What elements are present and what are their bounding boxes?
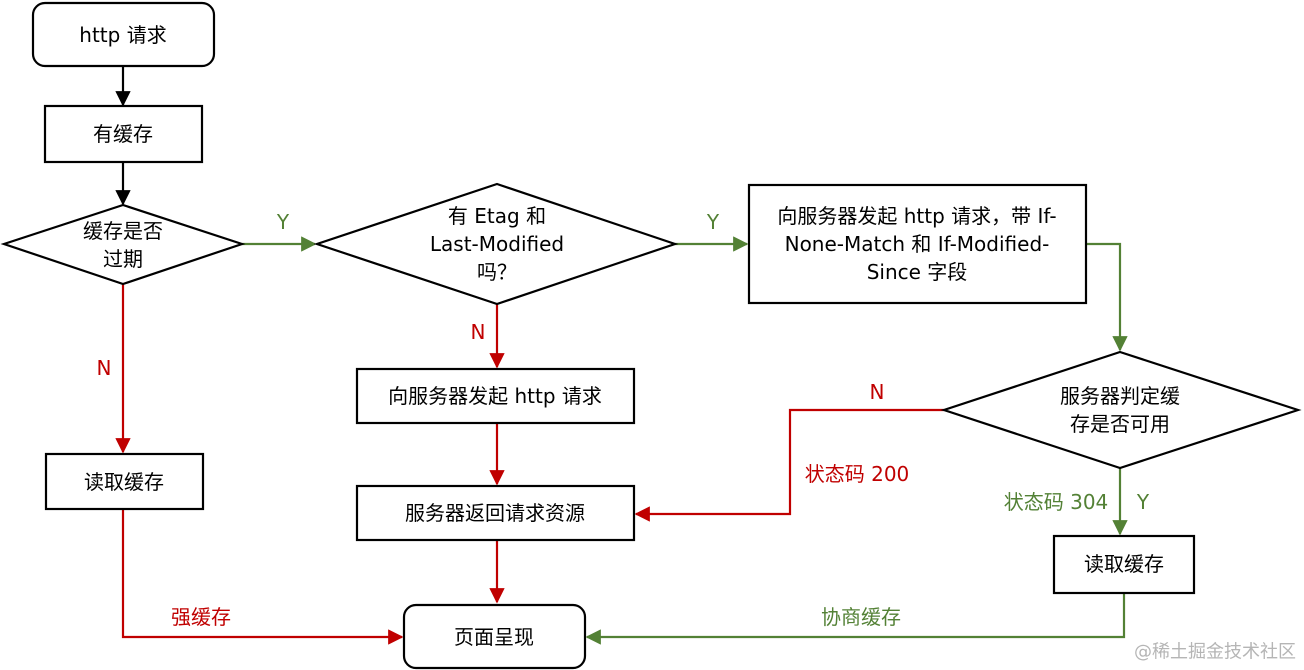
decide-label-line1: 服务器判定缓 — [1060, 384, 1180, 408]
page-render-label: 页面呈现 — [454, 625, 534, 649]
send-conditional-node — [747, 183, 1088, 305]
read-cache-right-label: 读取缓存 — [1084, 552, 1164, 576]
conditional-label-line1: 向服务器发起 http 请求，带 If- — [777, 204, 1056, 228]
expired-no-label: N — [97, 356, 112, 380]
read-cache-left-label: 读取缓存 — [84, 470, 164, 494]
has-cache-label: 有缓存 — [93, 122, 153, 146]
expired-decision — [0, 203, 246, 286]
read-cache-right-node — [1052, 534, 1196, 595]
start-label: http 请求 — [79, 23, 166, 47]
edge-negotiated-cache — [585, 594, 1126, 645]
edge-strong-cache — [121, 510, 404, 645]
strong-cache-label: 强缓存 — [171, 605, 231, 629]
edge-conditional-to-decide — [1087, 242, 1128, 352]
conditional-label-line3: Since 字段 — [867, 260, 968, 284]
edge-decide-no-200 — [634, 408, 944, 522]
etag-yes-label: Y — [706, 210, 720, 234]
page-render-node — [402, 603, 587, 670]
decide-no-label: N — [870, 380, 885, 404]
watermark: @稀土掘金技术社区 — [1134, 642, 1296, 663]
expired-label-line1: 缓存是否 — [83, 219, 163, 243]
edge-labels: Y Y N N N 状态码 200 状态码 304 Y 强缓存 协商缓存 — [97, 210, 1150, 629]
has-cache-node — [43, 104, 204, 164]
etag-decision — [313, 182, 679, 306]
negotiated-cache-label: 协商缓存 — [821, 605, 901, 629]
read-cache-left-node — [44, 452, 205, 511]
edges — [115, 67, 1128, 645]
expired-yes-label: Y — [276, 210, 290, 234]
decide-yes-label: Y — [1136, 490, 1150, 514]
status-200-label: 状态码 200 — [805, 462, 910, 486]
server-return-node — [355, 484, 636, 542]
start-node — [31, 1, 216, 68]
node-labels: http 请求 有缓存 缓存是否 过期 有 Etag 和 Last-Modifi… — [79, 23, 1180, 649]
status-304-label: 状态码 304 — [1004, 490, 1109, 514]
decide-label-line2: 存是否可用 — [1070, 412, 1170, 436]
etag-label-line2: Last-Modified — [430, 232, 564, 256]
server-decide-decision — [940, 350, 1302, 470]
etag-no-label: N — [471, 320, 486, 344]
server-return-label: 服务器返回请求资源 — [405, 501, 585, 525]
conditional-label-line2: None-Match 和 If-Modified- — [785, 232, 1050, 256]
expired-label-line2: 过期 — [103, 247, 143, 271]
etag-label-line1: 有 Etag 和 — [448, 204, 546, 228]
etag-label-line3: 吗？ — [477, 260, 517, 284]
send-request-label: 向服务器发起 http 请求 — [388, 384, 602, 408]
send-request-node — [355, 367, 636, 425]
